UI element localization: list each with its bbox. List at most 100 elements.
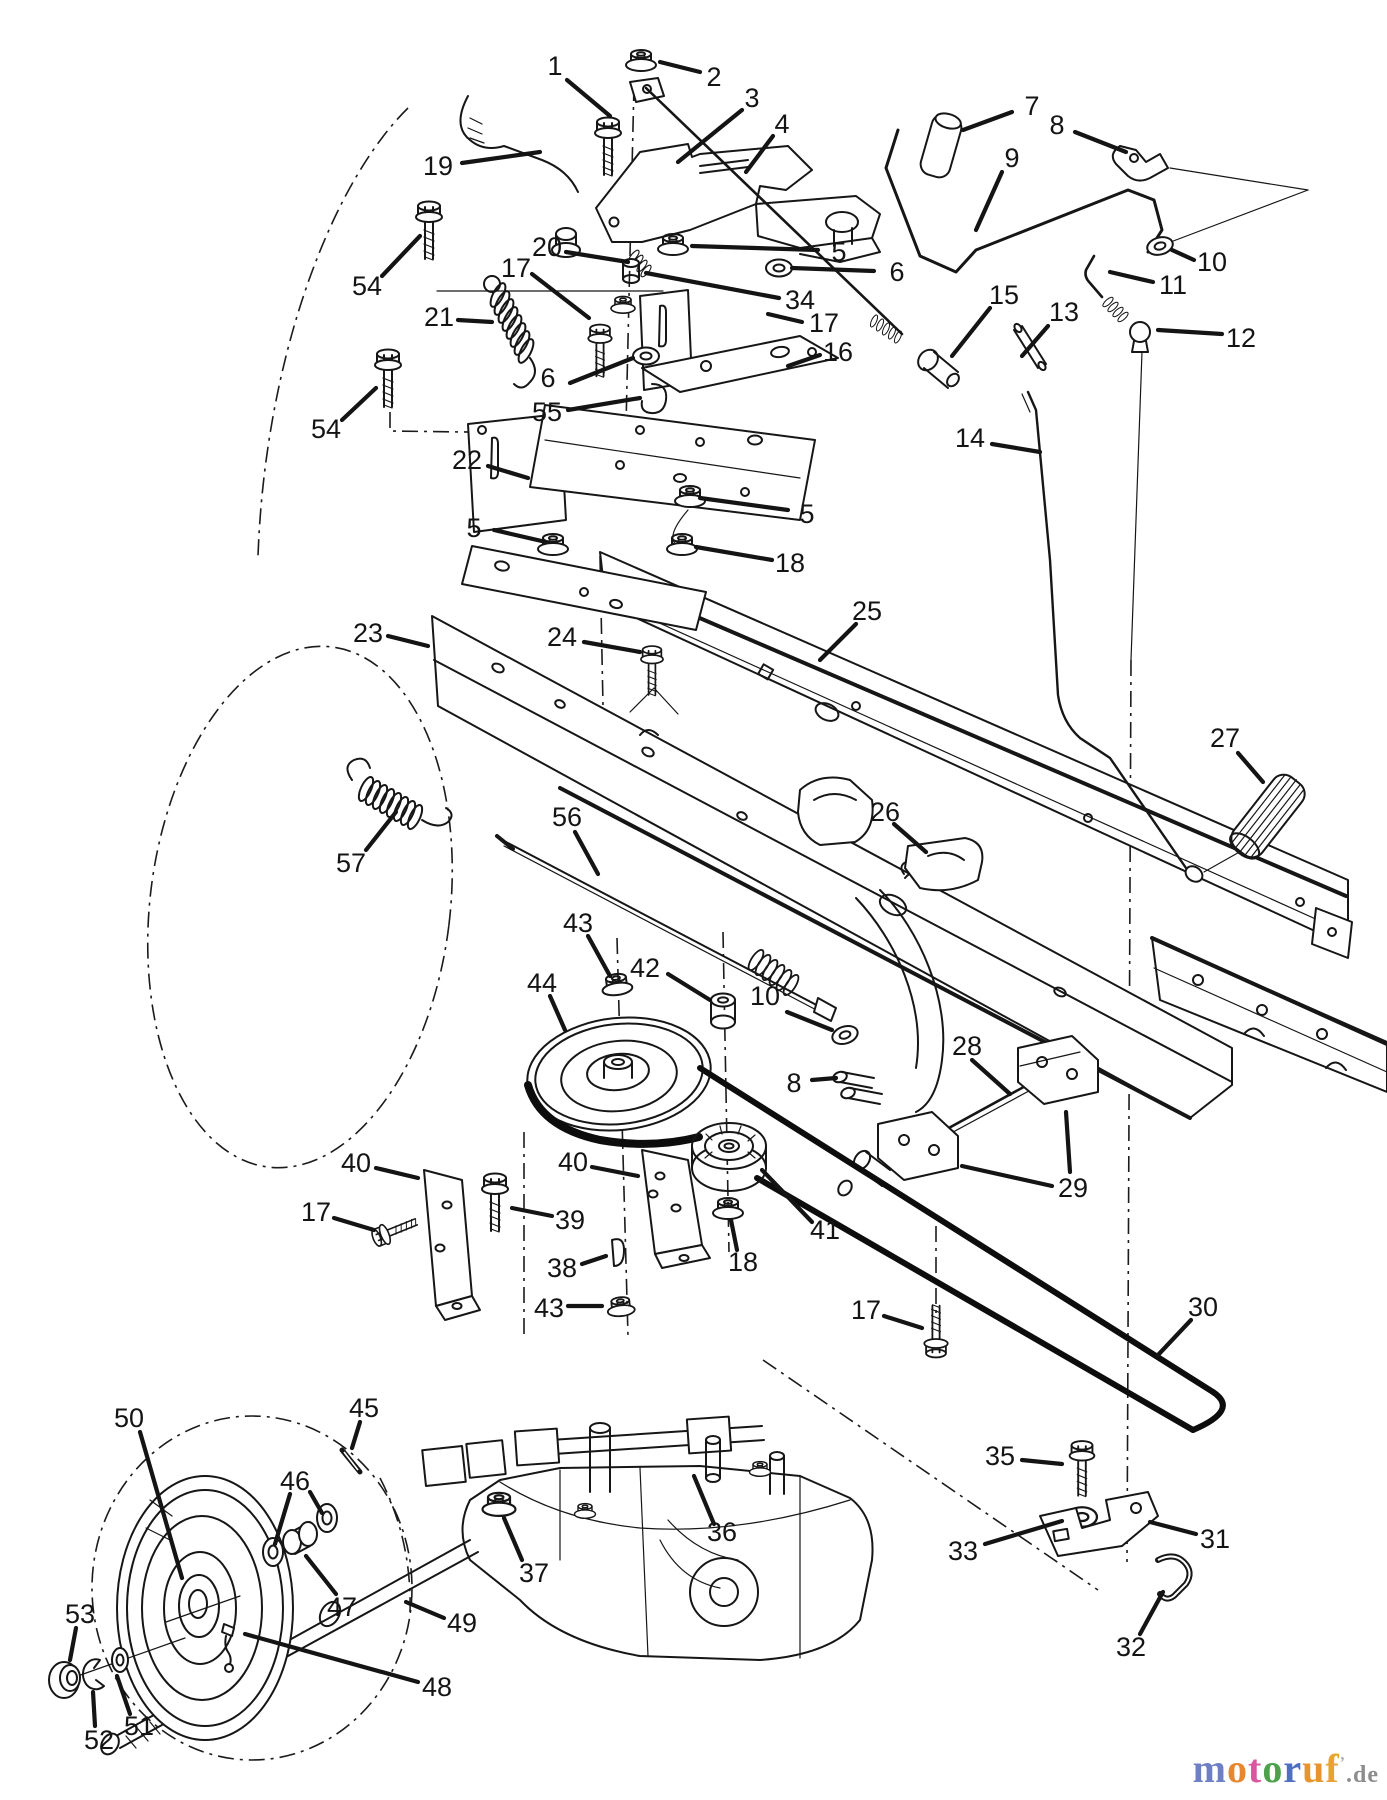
spring-57 <box>346 757 453 832</box>
callout-44: 44 <box>527 968 557 998</box>
callout-14: 14 <box>955 423 985 453</box>
callout-leader-10 <box>784 1009 835 1033</box>
callout-leader-20 <box>563 249 631 265</box>
callout-30: 30 <box>1188 1292 1218 1322</box>
bolt-1 <box>594 116 622 177</box>
shift-rod-9 <box>884 128 1309 274</box>
callout-leader-35 <box>1019 1457 1065 1467</box>
callout-22: 22 <box>452 445 482 475</box>
callout-leader-48 <box>242 1631 421 1685</box>
callout-33: 33 <box>948 1536 978 1566</box>
callout-leader-29 <box>959 1163 1055 1189</box>
callout-leader-37 <box>501 1515 525 1563</box>
callout-leader-23 <box>385 633 431 649</box>
latch-plate <box>797 776 874 846</box>
bracket-40-left <box>423 1169 481 1321</box>
e-ring-52 <box>81 1658 105 1691</box>
callout-leader-14 <box>989 441 1043 455</box>
callout-25: 25 <box>852 596 882 626</box>
callout-leader-49 <box>403 1599 447 1621</box>
cable-19 <box>459 95 579 193</box>
callout-42: 42 <box>630 953 660 983</box>
callout-16: 16 <box>823 337 853 367</box>
watermark-logo: motoruf’.de <box>1193 1745 1379 1792</box>
callout-leader-11 <box>1107 269 1156 285</box>
callout-7: 7 <box>1024 91 1039 121</box>
hanger-bar <box>461 545 707 631</box>
callout-5: 5 <box>799 499 814 529</box>
callout-17: 17 <box>851 1295 881 1325</box>
callout-9: 9 <box>1004 143 1019 173</box>
belt-30 <box>524 1065 1226 1433</box>
callout-leader-41 <box>759 1167 815 1225</box>
callout-13: 13 <box>1049 297 1079 327</box>
washer-10-mid <box>829 1021 861 1049</box>
callout-leader-39 <box>509 1205 555 1219</box>
callout-leader-17 <box>765 311 805 325</box>
hook-32 <box>1155 1553 1193 1602</box>
upper-bracket-assembly <box>595 143 881 263</box>
callout-47: 47 <box>327 1592 357 1622</box>
bracket-16-cluster <box>610 289 839 415</box>
washer-51 <box>111 1647 129 1673</box>
callout-leader-12 <box>1155 327 1225 337</box>
callout-leader-6 <box>567 355 636 386</box>
watermark-letter: m <box>1192 1746 1227 1791</box>
callout-43: 43 <box>563 908 593 938</box>
callout-54: 54 <box>352 271 382 301</box>
watermark-letter: t <box>1248 1746 1263 1791</box>
callout-leader-34 <box>643 270 782 301</box>
callout-leader-50 <box>137 1429 185 1581</box>
rod-14 <box>1021 390 1188 870</box>
nut-18-mid <box>666 533 698 556</box>
bracket-29-left <box>837 1111 959 1197</box>
callout-leader-26 <box>891 821 929 855</box>
callout-19: 19 <box>423 151 453 181</box>
callout-11: 11 <box>1159 270 1187 300</box>
roll-pin-45 <box>339 1447 363 1475</box>
callout-52: 52 <box>84 1725 114 1755</box>
callout-leader-53 <box>67 1625 79 1663</box>
spacer-34 <box>622 258 640 284</box>
phantom-lines <box>146 84 1132 1591</box>
callout-46: 46 <box>280 1466 310 1496</box>
callout-leader-16 <box>785 352 823 369</box>
watermark-letter: r <box>1283 1746 1303 1791</box>
callout-leader-17 <box>529 271 592 321</box>
callout-8: 8 <box>786 1068 801 1098</box>
nut-2 <box>625 49 665 103</box>
frame-rail-rear <box>599 551 1353 959</box>
callout-leader-5 <box>491 527 549 545</box>
callout-leader-15 <box>949 305 993 359</box>
callout-leader-46 <box>272 1491 293 1547</box>
callout-leader-57 <box>363 809 399 853</box>
callout-leader-54 <box>339 385 379 423</box>
callout-21: 21 <box>424 302 454 332</box>
callout-leader-52 <box>90 1689 98 1729</box>
callout-50: 50 <box>114 1403 144 1433</box>
pulley-44 <box>526 1016 712 1132</box>
key-38 <box>611 1238 625 1267</box>
watermark-letter: u <box>1302 1746 1326 1791</box>
callout-leader-6 <box>789 265 877 274</box>
callout-4: 4 <box>774 109 789 139</box>
callout-34: 34 <box>785 285 815 315</box>
callout-1: 1 <box>547 51 562 81</box>
rod-4 <box>644 86 904 345</box>
callout-leader-27 <box>1235 750 1266 785</box>
callout-leader-56 <box>572 829 601 877</box>
callout-leader-43 <box>585 933 613 979</box>
nut-5-left <box>537 533 569 556</box>
callout-leader-17 <box>331 1215 377 1233</box>
grip-27 <box>1184 773 1306 883</box>
callout-leader-3 <box>675 107 745 165</box>
bolt-54-upper <box>415 200 443 261</box>
stud-15 <box>917 348 960 389</box>
callout-10: 10 <box>1197 247 1227 277</box>
callout-41: 41 <box>810 1215 840 1245</box>
callout-53: 53 <box>65 1599 95 1629</box>
callout-leader-55 <box>565 395 643 413</box>
nut-43-upper <box>599 971 635 998</box>
callout-leader-24 <box>581 639 643 655</box>
bracket-31 <box>1039 1491 1159 1557</box>
